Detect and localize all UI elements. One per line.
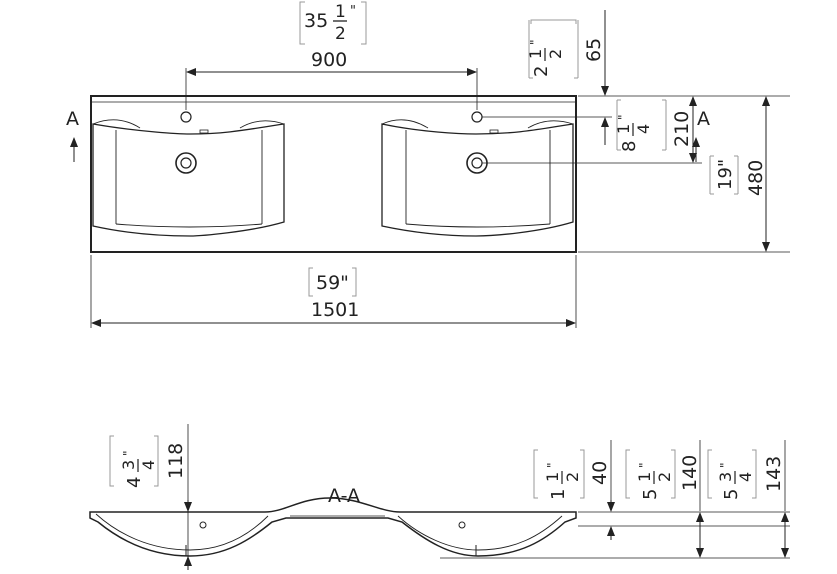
width-in-num: 1 (335, 2, 346, 22)
hole-offset-in-den: 2 (546, 49, 565, 59)
drain-offset-in-mark: " (616, 114, 630, 120)
total-height-in-mark: " (718, 462, 732, 468)
section-marker-left: A (66, 108, 79, 130)
left-drain (175, 152, 197, 174)
hole-offset-in-mark: " (528, 39, 542, 45)
rim-height-in-mark: " (545, 462, 559, 468)
top-view (70, 1, 790, 328)
left-faucet-hole (180, 111, 192, 123)
bowl-height-in-whole: 5 (640, 489, 661, 500)
left-height-in-den: 4 (139, 460, 158, 470)
countertop-outline (90, 95, 577, 253)
section-title: A-A (328, 485, 360, 507)
total-height-in-whole: 5 (721, 489, 742, 500)
width-in-mark: " (350, 4, 356, 19)
rim-height-label: 40 (589, 461, 611, 485)
section-marker-right: A (697, 108, 710, 130)
left-height-in-num: 3 (119, 460, 138, 470)
bowl-height-label: 140 (679, 455, 701, 491)
right-faucet-hole (471, 111, 483, 123)
section-profile (89, 497, 577, 557)
rim-height-in-num: 1 (543, 472, 562, 482)
left-height-in-mark: " (121, 450, 135, 456)
section-view (89, 424, 790, 570)
total-height-label: 143 (763, 456, 785, 492)
rim-height-in-den: 2 (563, 472, 582, 482)
depth-in-label: 19" (715, 159, 736, 190)
left-height-label: 118 (165, 443, 187, 479)
total-height-in-num: 3 (716, 472, 735, 482)
width-in-den: 2 (335, 24, 346, 44)
overall-width-label: 1501 (311, 299, 359, 321)
left-height-in-whole: 4 (124, 477, 145, 488)
drain-offset-in-whole: 8 (619, 141, 640, 152)
drain-offset-label: 210 (671, 111, 693, 147)
drain-offset-in-den: 4 (634, 124, 653, 134)
depth-label: 480 (745, 160, 767, 196)
faucet-spacing-label: 900 (311, 49, 347, 71)
bowl-height-in-num: 1 (635, 472, 654, 482)
hole-offset-in-whole: 2 (531, 66, 552, 77)
rim-height-in-whole: 1 (548, 489, 569, 500)
left-bowl (92, 111, 285, 237)
total-height-in-den: 4 (736, 472, 755, 482)
bowl-height-in-den: 2 (655, 472, 674, 482)
drain-offset-in-num: 1 (614, 124, 633, 134)
right-bowl (381, 111, 574, 237)
hole-offset-in-num: 1 (526, 49, 545, 59)
width-in-whole: 35 (304, 10, 328, 32)
overall-width-in-label: 59" (316, 272, 349, 294)
hole-offset-label: 65 (583, 38, 605, 62)
bowl-height-in-mark: " (637, 462, 651, 468)
